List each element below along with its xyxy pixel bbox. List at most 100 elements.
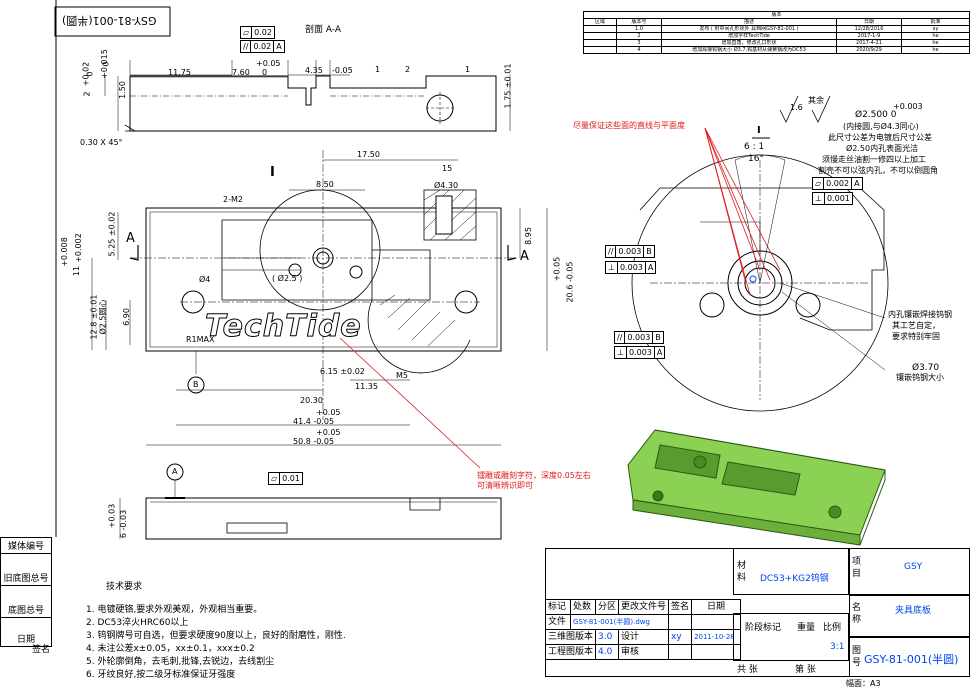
tech-req-item: 4. 未注公差x±0.05，xx±0.1，xxx±0.2 xyxy=(86,644,255,654)
revision-header: 区域 xyxy=(583,18,617,26)
left-table-cell: 旧底图总号 xyxy=(0,553,52,586)
tb-model-ver: 3.0 xyxy=(595,629,620,645)
revision-cell: 增加字样TechTide xyxy=(661,32,837,40)
weld-diameter-note: 镶嵌钨钢大小 xyxy=(896,373,944,382)
revision-cell: xy xyxy=(901,25,970,33)
dim-206: 20.6 -0.05 xyxy=(565,261,575,303)
revision-cell: 2020/9/29 xyxy=(836,46,902,54)
dim-150: 1.50 xyxy=(117,81,127,99)
revision-cell: 2017-4-21 xyxy=(836,39,902,47)
tb-scale-label: 比例 xyxy=(823,623,842,633)
fcf-flatness-right: ▱ 0.002 A xyxy=(812,177,863,190)
revision-cell: he xyxy=(901,39,970,47)
dim-175: 1.75 ±0.01 xyxy=(503,63,513,109)
dim-508-tol: +0.05 xyxy=(316,428,341,437)
revision-cell: he xyxy=(901,46,970,54)
fcf-value: 0.02 xyxy=(251,41,275,52)
tb-designer: xy xyxy=(668,629,693,645)
tb-material: DC53+KG2钨钢 xyxy=(760,574,829,584)
fcf-flatness-bottom: ▱ 0.01 xyxy=(268,472,303,485)
fcf-flatness-top: ▱ 0.02 xyxy=(240,26,275,39)
flatness-icon: ▱ xyxy=(269,473,281,484)
perpendicular-icon: ⊥ xyxy=(606,262,618,273)
dim-414-tol: +0.05 xyxy=(316,408,341,417)
section-title: 剖面 A-A xyxy=(305,25,342,35)
tb-material-box xyxy=(733,548,849,595)
dim-11: 11 xyxy=(72,265,82,277)
drawing-number-stamp: GSY-81-001(半圆) xyxy=(62,14,157,27)
tech-req-title: 技术要求 xyxy=(106,582,143,592)
dim-15: 15 xyxy=(442,164,453,173)
dim-1175: 11.75 xyxy=(168,68,191,77)
tech-req-item: 5. 外轮廓倒角，去毛刺,批锋,去锐边，去线割尘 xyxy=(86,657,275,667)
fcf-value: 0.003 xyxy=(616,246,645,257)
dim-d4: Ø4 xyxy=(199,275,211,284)
red-note-engrave-1: 镭雕或雕刻字符，深度0.05左右 xyxy=(477,471,591,480)
tb-header: 处数 xyxy=(569,599,597,615)
fcf-datum: A xyxy=(276,42,282,51)
roughness-value: 1.6 xyxy=(790,103,803,112)
dim-435: 4.35 xyxy=(305,66,323,75)
revision-header: 版本号 xyxy=(616,18,662,26)
dim-tol-left-b: +0.002 xyxy=(73,233,83,263)
tech-req-list: 1. 电镀硬铬,要求外观美观，外观相当重要。 2. DC53淬火HRC60以上 … xyxy=(86,602,346,680)
revision-row: 3 增加直角，修改孔口形状 2017-4-21 he xyxy=(583,39,970,47)
tech-req-item: 1. 电镀硬铬,要求外观美观，外观相当重要。 xyxy=(86,605,263,615)
fcf-datum: A xyxy=(656,348,663,357)
revision-cell xyxy=(583,32,617,40)
fcf-value: 0.003 xyxy=(618,262,646,273)
tb-name-box xyxy=(849,595,970,637)
dim-d25: ( Ø2.5 ) xyxy=(272,274,303,283)
red-note-flatness: 尽量保证这些面的直线与平面度 xyxy=(573,121,685,130)
dim-25-centre: Ø2.5圆心 xyxy=(98,299,108,335)
radius-note-3: Ø2.50内孔表面光洁 xyxy=(846,144,919,153)
tb-header: 标记 xyxy=(545,599,571,615)
parallel-icon: // xyxy=(241,41,252,52)
left-record-table: 媒体编号 旧底图总号 底图总号 日期 xyxy=(0,537,52,647)
tech-req-item: 2. DC53淬火HRC60以上 xyxy=(86,618,189,628)
revision-cell: 2017-1-9 xyxy=(836,32,902,40)
tb-item-label: 项目 xyxy=(852,557,862,579)
datum-b-label: B xyxy=(193,380,199,389)
fcf-parallel-mid2: // 0.003 B xyxy=(614,331,664,344)
thread-2m2: 2-M2 xyxy=(223,195,243,204)
revision-table-title: 版本 xyxy=(583,11,970,19)
revision-cell: 2 xyxy=(616,32,662,40)
section-arrow-label-left: A xyxy=(126,231,135,246)
revision-header: 描述 xyxy=(661,18,837,26)
revision-cell xyxy=(583,46,617,54)
tb-item: GSY xyxy=(904,562,923,572)
detail-roman-label: I xyxy=(270,165,275,180)
fcf-parallel-top: // 0.02 A xyxy=(240,40,285,53)
detail-angle: 16° xyxy=(748,154,764,164)
dim-206-tol: +0.05 xyxy=(552,256,562,282)
dim-top-plus: +0.05 xyxy=(256,59,281,68)
dim-1280: 12.8 ±0.01 xyxy=(89,294,99,340)
radius-r1max: R1MAX xyxy=(186,335,215,344)
tb-eng-ver: 4.0 xyxy=(595,644,620,660)
dim-430: Ø4.30 xyxy=(434,181,459,190)
tb-name-label: 名称 xyxy=(852,603,862,625)
tb-stage-label: 阶段标记 xyxy=(745,623,782,633)
dim-6-tol: +0.03 xyxy=(107,503,117,529)
tb-eng-ver-label: 工程图版本 xyxy=(544,644,597,660)
fcf-value: 0.003 xyxy=(627,347,655,358)
radius-note-4: 须慢走丝油割一修四以上加工 xyxy=(822,155,926,164)
roughness-rest: 其余 xyxy=(808,96,824,105)
red-note-engrave-2: 可清晰辨识即可 xyxy=(477,481,533,490)
radius-note-5: 割壳不可以弦内孔，不可以倒圆角 xyxy=(818,166,938,175)
dim-414: 41.4 -0.05 xyxy=(293,417,335,426)
tb-drawing-label: 图号 xyxy=(852,646,862,668)
left-table-cell: 日期 xyxy=(0,617,52,647)
fcf-perpendicular-mid2: ⊥ 0.003 A xyxy=(614,346,666,359)
tb-stage-box xyxy=(733,613,849,661)
tb-name: 夹具底板 xyxy=(895,606,932,616)
tb-review-label: 审核 xyxy=(618,644,670,660)
detail-scale: 6 : 1 xyxy=(744,142,765,152)
revision-cell: 1.0 xyxy=(616,25,662,33)
tb-drawing-box xyxy=(849,637,970,677)
dim-chamfer: 0.30 X 45° xyxy=(80,138,123,147)
flatness-icon: ▱ xyxy=(813,178,825,189)
revision-cell: 4 xyxy=(616,46,662,54)
